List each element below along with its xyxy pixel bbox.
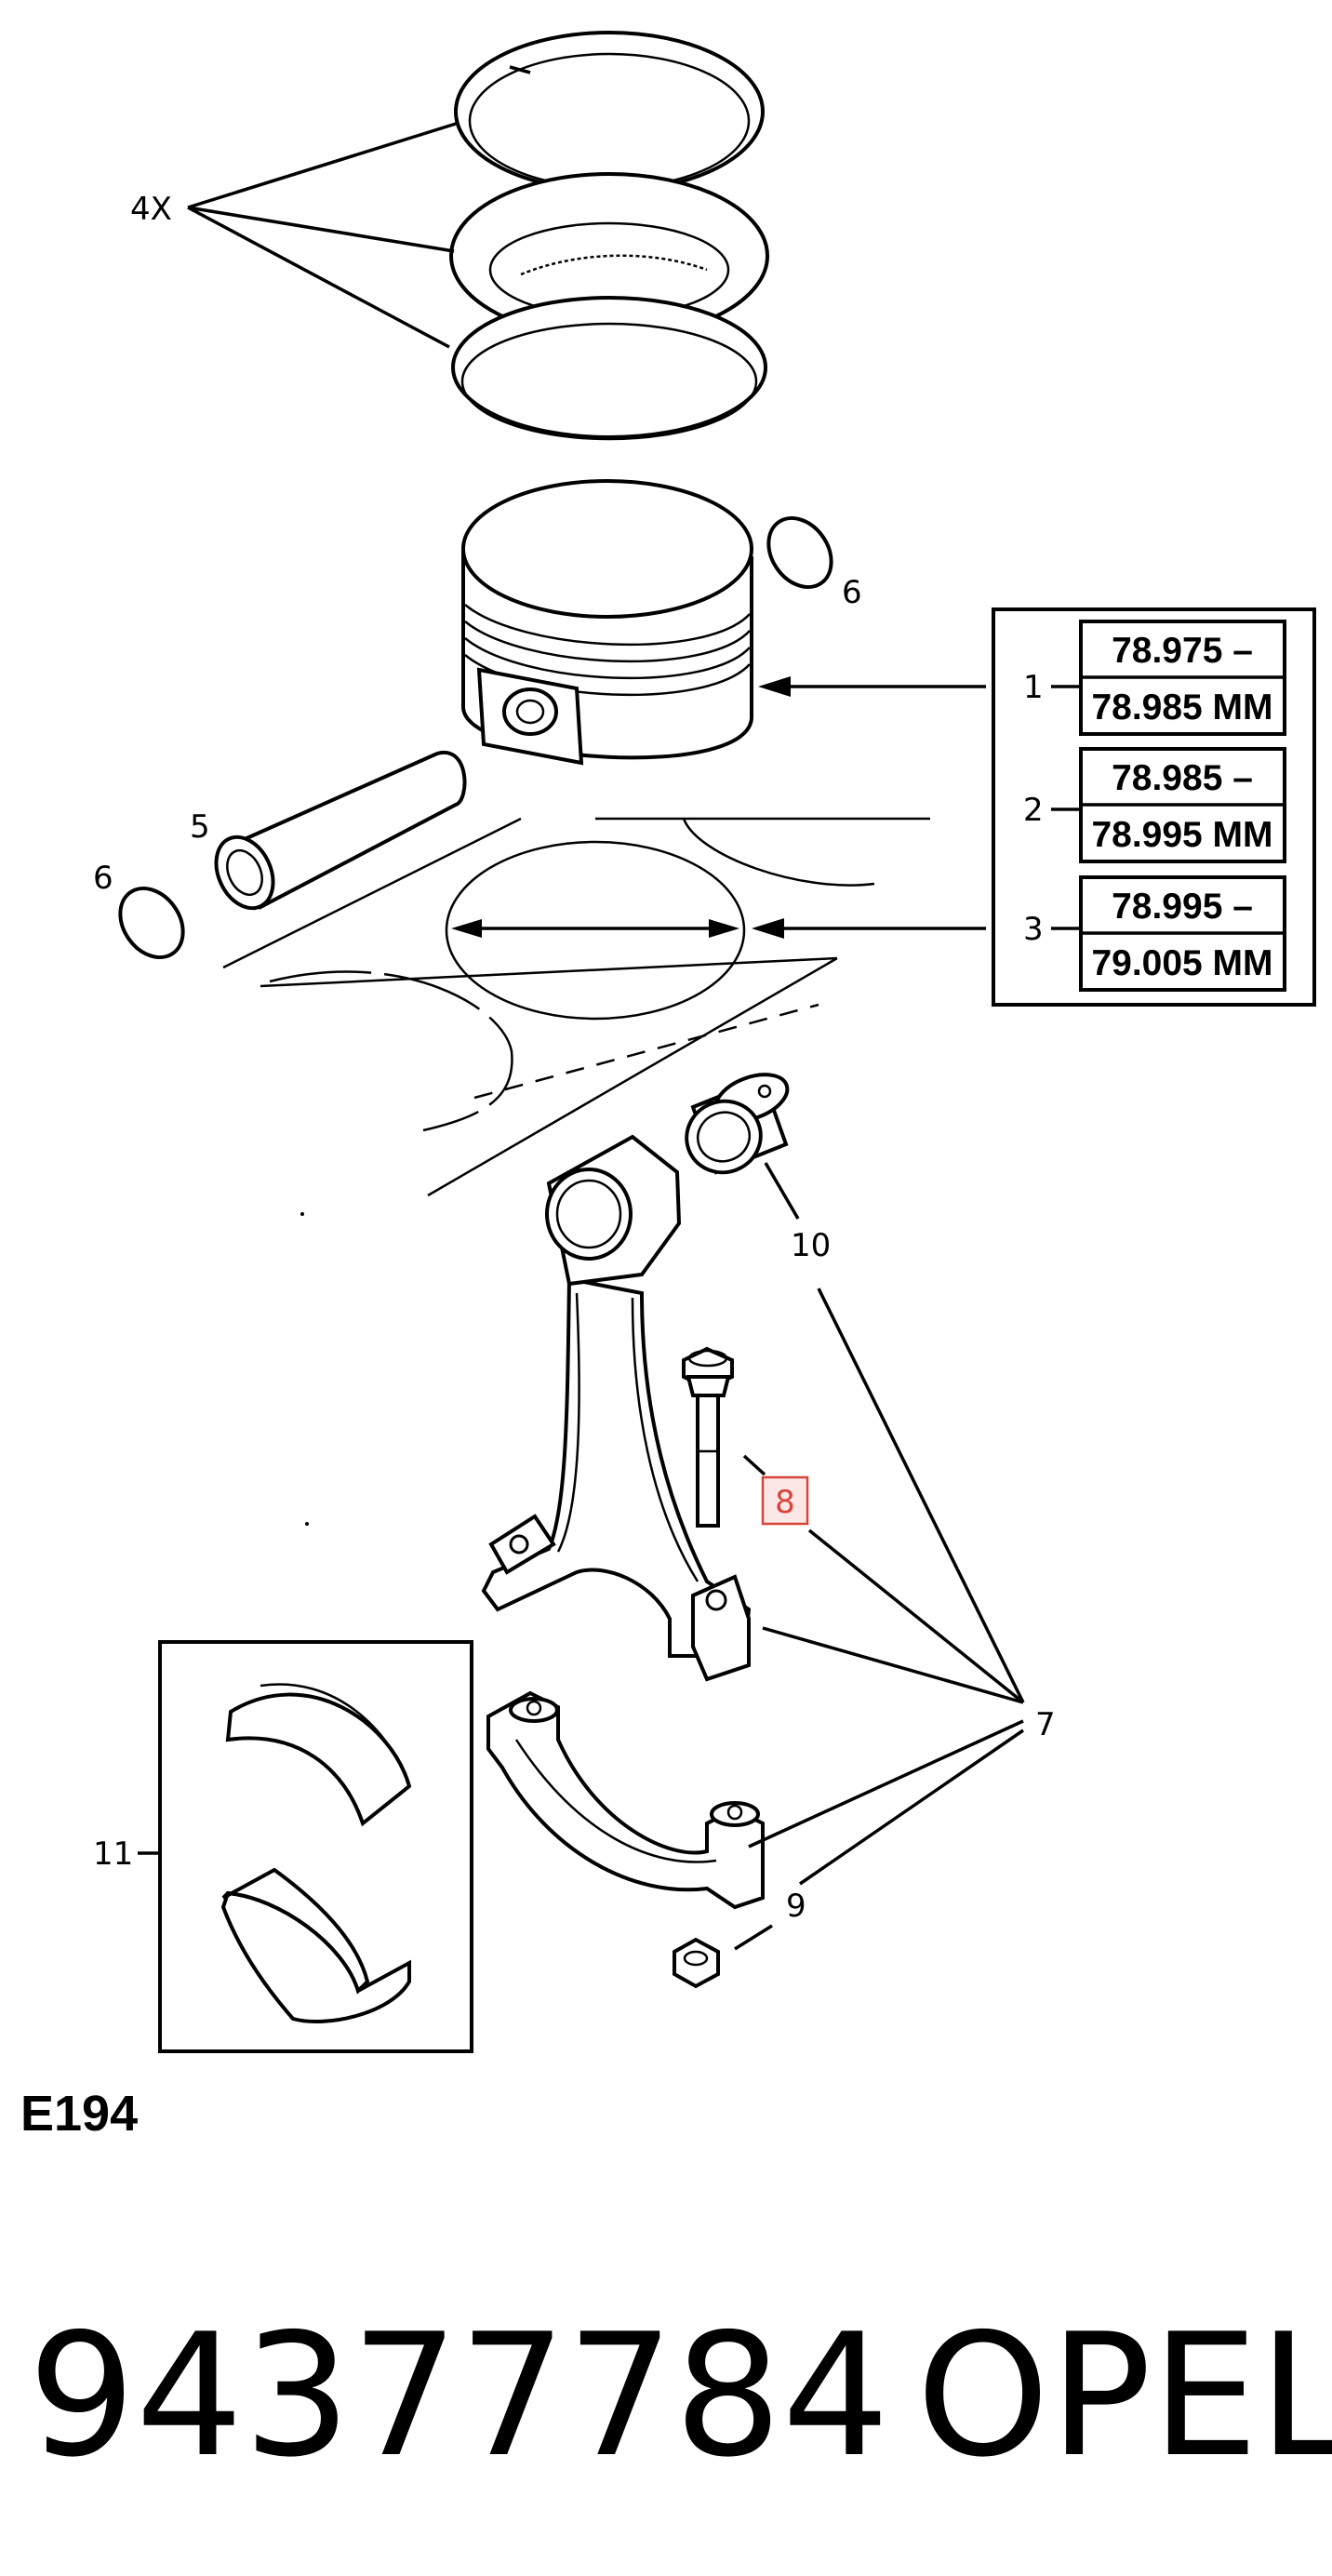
size-table: 1 78.975 – 78.985 MM 2 78.985 – 78.995 M… (992, 607, 1316, 1007)
rod-leader-lines (748, 1288, 1025, 1886)
piston-rings (449, 31, 769, 441)
part-number: 94377784 (28, 2297, 889, 2494)
size-max-2: 78.995 MM (1091, 815, 1272, 855)
size-row-1: 1 78.975 – 78.985 MM (1023, 620, 1286, 736)
callout-bolt-highlight (761, 1475, 809, 1526)
piston-pin (214, 750, 467, 911)
size-min-2: 78.985 – (1112, 758, 1253, 798)
bore-size-arrowhead (752, 918, 784, 939)
rod-cap (486, 1690, 765, 1910)
pin-lock-left (118, 886, 185, 960)
callout-piston-pin: 5 (190, 808, 210, 846)
bearing-shell-lower (220, 1867, 411, 2023)
connecting-rod (481, 1134, 752, 1682)
small-end-bushing (685, 1073, 790, 1175)
size-row-2: 2 78.985 – 78.995 MM (1023, 747, 1286, 863)
bore-diameter-arrow (451, 919, 739, 938)
rings-leader-lines (187, 122, 457, 349)
callout-bushing: 10 (791, 1227, 831, 1264)
size-min-3: 78.995 – (1112, 887, 1253, 927)
rod-bolt (682, 1346, 734, 1528)
size-max-1: 78.985 MM (1091, 687, 1272, 727)
ring-bottom (451, 296, 767, 441)
size-min-1: 78.975 – (1112, 631, 1253, 671)
diagram-code: E194 (20, 2086, 138, 2142)
callout-connecting-rod: 7 (1035, 1706, 1056, 1743)
piston (461, 479, 754, 766)
bushing-leader (764, 1162, 800, 1220)
bolt-leader (742, 1454, 766, 1476)
bearing-shells-box (158, 1640, 473, 2053)
bearing-shell-upper (225, 1683, 412, 1827)
callout-pin-lock-right: 6 (842, 574, 862, 611)
size-grade-2: 2 (1023, 792, 1044, 829)
callout-bearing-shells: 11 (93, 1835, 133, 1873)
dot-mark (300, 1212, 304, 1216)
ring-top (454, 31, 765, 193)
callout-pin-lock-left: 6 (93, 860, 113, 897)
size-grade-3: 3 (1023, 911, 1044, 948)
size-grade-1: 1 (1023, 669, 1044, 706)
piston-boss (476, 667, 584, 766)
pin-lock-right (766, 515, 833, 590)
callout-nut: 9 (786, 1888, 806, 1925)
rod-nut (673, 1937, 720, 1989)
dot-mark (305, 1522, 309, 1526)
size-max-3: 79.005 MM (1091, 943, 1272, 983)
nut-leader (734, 1924, 773, 1951)
brand-name: OPEL (916, 2297, 1332, 2494)
size-row-3: 3 78.995 – 79.005 MM (1023, 875, 1286, 992)
piston-size-arrowhead (758, 676, 791, 697)
callout-bolt: 8 (775, 1484, 795, 1521)
cylinder-block-outline (222, 817, 930, 1197)
callout-rings-qty: 4X (130, 191, 172, 228)
